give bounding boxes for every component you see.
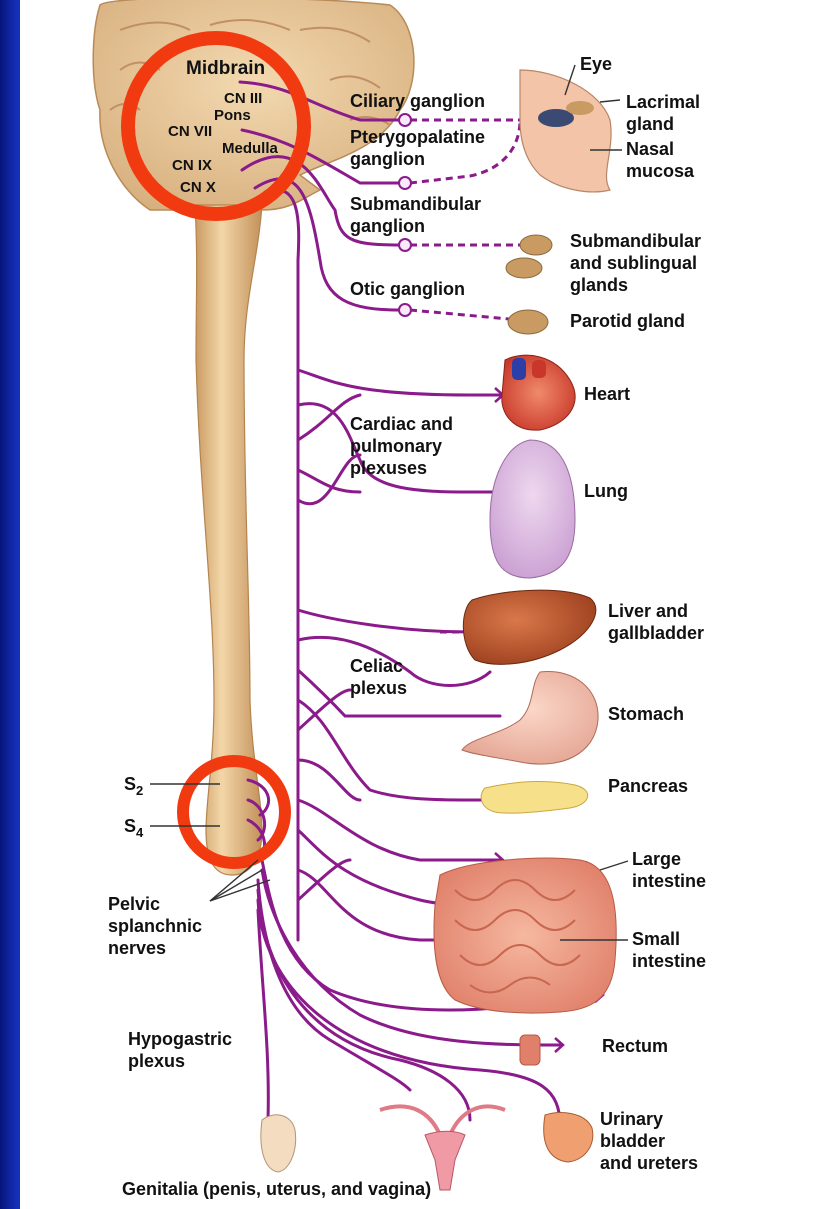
label-cn3: CN III bbox=[224, 90, 262, 107]
salivary-glands bbox=[506, 235, 552, 334]
label-midbrain: Midbrain bbox=[186, 58, 265, 79]
label-pterygo-1: Pterygopalatine bbox=[350, 127, 485, 147]
label-submand-ganglion-1: Submandibular bbox=[350, 194, 481, 214]
label-bladder-3: and ureters bbox=[600, 1153, 698, 1173]
label-hypogastric-1: Hypogastric bbox=[128, 1029, 232, 1049]
label-cn9: CN IX bbox=[172, 157, 212, 174]
uterus-organ bbox=[380, 1106, 505, 1190]
label-cn10: CN X bbox=[180, 179, 216, 196]
label-pancreas: Pancreas bbox=[608, 776, 688, 796]
label-celiac-2: plexus bbox=[350, 678, 407, 698]
label-liver-1: Liver and bbox=[608, 601, 688, 621]
label-eye: Eye bbox=[580, 54, 612, 74]
label-bladder-1: Urinary bbox=[600, 1109, 663, 1129]
label-genitalia: Genitalia (penis, uterus, and vagina) bbox=[122, 1179, 431, 1199]
label-s4: S4 bbox=[124, 816, 144, 840]
label-large-int-2: intestine bbox=[632, 871, 706, 891]
lung-organ bbox=[490, 440, 575, 578]
label-cardiac-1: Cardiac and bbox=[350, 414, 453, 434]
liver-organ bbox=[463, 590, 596, 664]
eye-organ bbox=[520, 70, 611, 192]
label-small-int-2: intestine bbox=[632, 951, 706, 971]
label-bladder-2: bladder bbox=[600, 1131, 665, 1151]
intestines-organ bbox=[434, 858, 616, 1065]
label-lung: Lung bbox=[584, 481, 628, 501]
label-subglands-3: glands bbox=[570, 275, 628, 295]
label-stomach: Stomach bbox=[608, 704, 684, 724]
label-pelvic-3: nerves bbox=[108, 938, 166, 958]
label-pterygo-2: ganglion bbox=[350, 149, 425, 169]
label-cardiac-2: pulmonary bbox=[350, 436, 442, 456]
label-nasal-1: Nasal bbox=[626, 139, 674, 159]
stomach-organ bbox=[462, 672, 598, 765]
label-s2: S2 bbox=[124, 774, 143, 798]
heart-organ bbox=[502, 355, 575, 430]
male-genitalia-organ bbox=[261, 1115, 296, 1172]
label-celiac-1: Celiac bbox=[350, 656, 403, 676]
label-medulla: Medulla bbox=[222, 140, 278, 157]
label-lacrimal-1: Lacrimal bbox=[626, 92, 700, 112]
label-liver-2: gallbladder bbox=[608, 623, 704, 643]
label-pons: Pons bbox=[214, 107, 251, 124]
label-cardiac-3: plexuses bbox=[350, 458, 427, 478]
label-otic-ganglion: Otic ganglion bbox=[350, 279, 465, 299]
label-submand-ganglion-2: ganglion bbox=[350, 216, 425, 236]
bladder-organ bbox=[544, 1113, 593, 1162]
label-subglands-1: Submandibular bbox=[570, 231, 701, 251]
label-pelvic-2: splanchnic bbox=[108, 916, 202, 936]
label-subglands-2: and sublingual bbox=[570, 253, 697, 273]
label-ciliary-ganglion: Ciliary ganglion bbox=[350, 91, 485, 111]
pancreas-organ bbox=[481, 782, 588, 814]
plexus-labels: Cardiac and pulmonary plexuses Celiac pl… bbox=[128, 414, 453, 1071]
label-parotid: Parotid gland bbox=[570, 311, 685, 331]
label-rectum: Rectum bbox=[602, 1036, 668, 1056]
label-heart: Heart bbox=[584, 384, 630, 404]
label-pelvic-1: Pelvic bbox=[108, 894, 160, 914]
label-lacrimal-2: gland bbox=[626, 114, 674, 134]
label-large-int-1: Large bbox=[632, 849, 681, 869]
label-cn7: CN VII bbox=[168, 123, 212, 140]
label-hypogastric-2: plexus bbox=[128, 1051, 185, 1071]
label-small-int-1: Small bbox=[632, 929, 680, 949]
label-nasal-2: mucosa bbox=[626, 161, 695, 181]
